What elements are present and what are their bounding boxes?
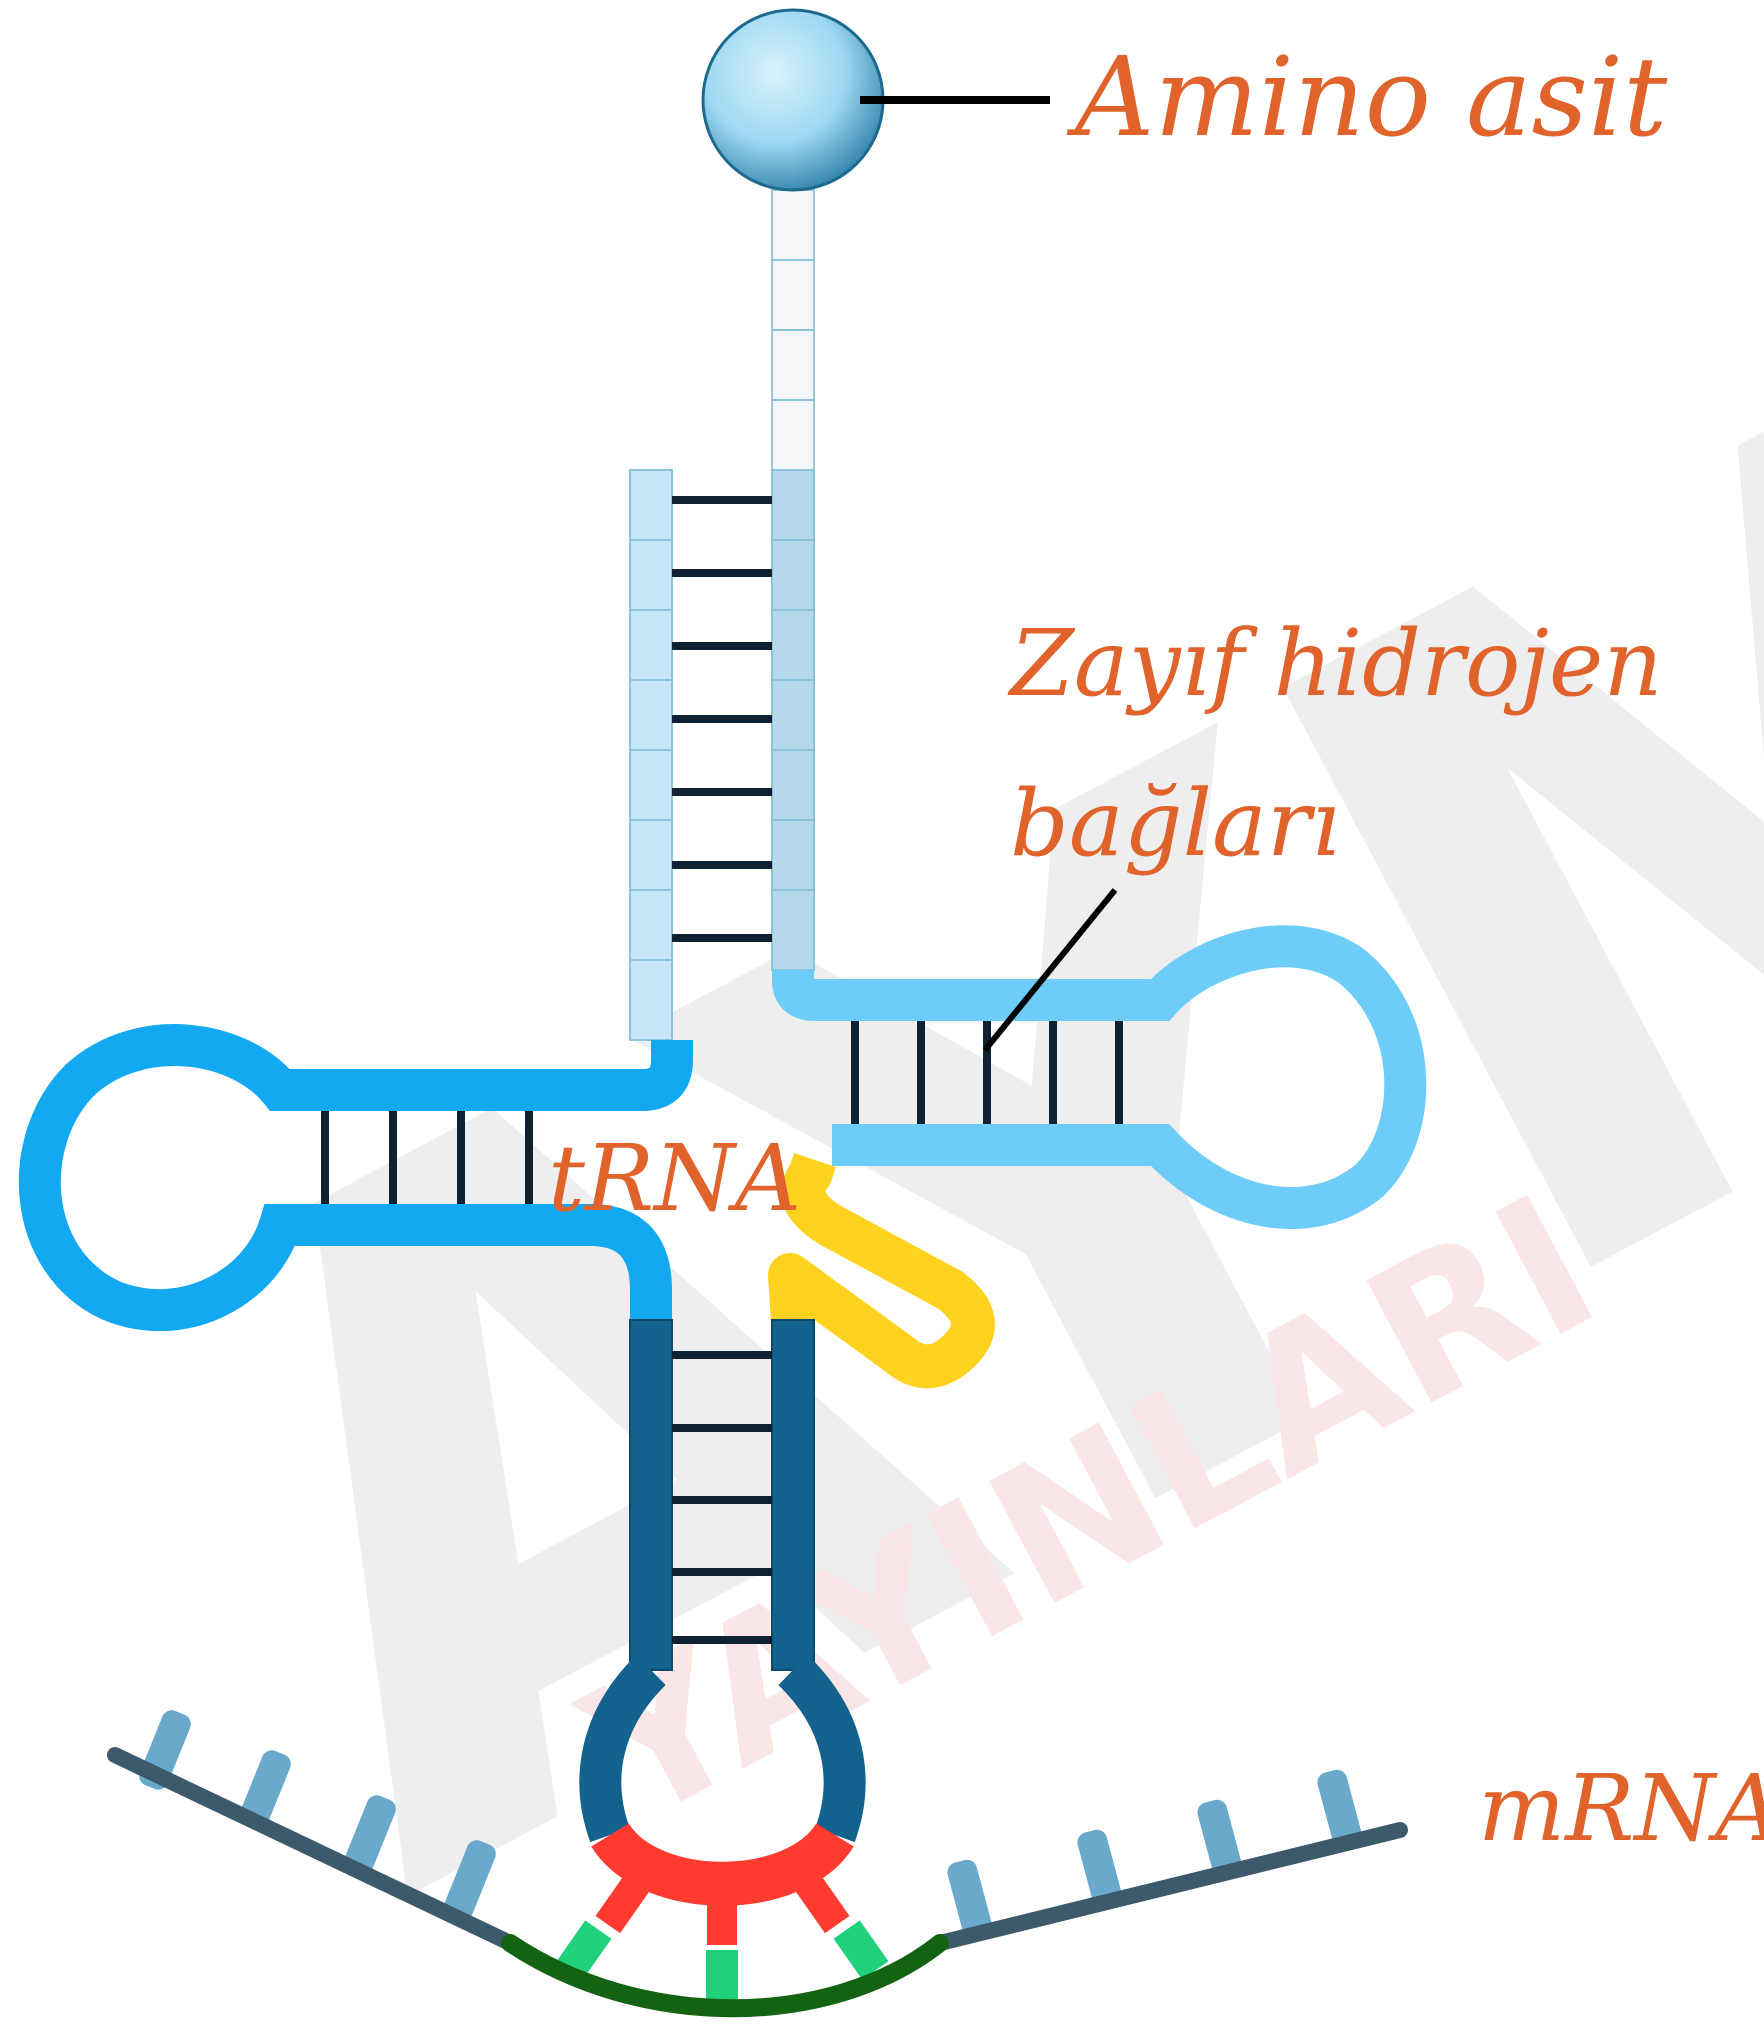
acceptor-segments	[630, 259, 814, 961]
codon-base-2	[706, 1950, 738, 2000]
anticodon-strand-right	[771, 1319, 815, 1671]
t-arm-hydrogen-bonds	[851, 1021, 1123, 1124]
mrna-codon-segment	[501, 1934, 949, 2018]
weak-hydrogen-bonds-label-line2: bağları	[1010, 770, 1340, 877]
anticodon-base-1	[595, 1866, 655, 1934]
acceptor-strand-right	[771, 469, 815, 971]
anticodon-loop	[579, 1654, 866, 1843]
mrna-base	[1197, 1799, 1243, 1881]
mrna-base	[1077, 1829, 1123, 1911]
weak-hydrogen-bonds-label-line1: Zayıf hidrojen	[1007, 610, 1663, 717]
amino-acid-label: Amino asit	[1066, 33, 1668, 161]
d-arm	[18, 1024, 693, 1332]
anticodon-base-3	[790, 1866, 850, 1934]
d-loop	[18, 1024, 301, 1332]
codon-base-3	[833, 1920, 889, 1980]
d-arm-hydrogen-bonds	[321, 1111, 533, 1204]
mrna-base	[239, 1750, 291, 1830]
anticodon-triplet	[591, 1822, 854, 1906]
trna-label: tRNA	[548, 1125, 801, 1232]
mrna-backbone-right	[932, 1822, 1408, 1951]
t-loop	[1144, 925, 1427, 1229]
amino-acid	[701, 8, 1050, 192]
hydrogen-bond-leader-line	[982, 888, 1118, 1052]
anticodon-strand-left	[629, 1319, 673, 1671]
d-arm-upper-strand	[300, 1040, 693, 1111]
mrna-strand	[107, 1710, 1408, 2018]
acceptor-hydrogen-bonds	[672, 496, 772, 942]
mrna-bases	[139, 1710, 1363, 1941]
variable-loop	[768, 1153, 995, 1389]
anticodon-base-2	[707, 1885, 737, 1945]
mrna-base	[1317, 1769, 1363, 1851]
anticodon-arm	[556, 1319, 889, 2000]
acceptor-strand-left	[629, 469, 673, 1041]
anticodon-bases	[595, 1866, 850, 1945]
mrna-base	[444, 1840, 496, 1920]
codon-base-1	[556, 1920, 612, 1980]
d-arm-lower-strand	[300, 1204, 672, 1320]
mrna-base	[947, 1859, 993, 1941]
mrna-label: mRNA	[1478, 1755, 1764, 1862]
mrna-backbone-left	[107, 1747, 518, 1951]
amino-acid-sphere	[701, 8, 885, 192]
anticodon-hydrogen-bonds	[672, 1351, 772, 1644]
t-arm-upper-strand	[772, 970, 1150, 1021]
mrna-base	[344, 1795, 396, 1875]
t-arm	[772, 925, 1427, 1229]
codon-bases	[556, 1920, 889, 2000]
acceptor-stem	[629, 189, 815, 1041]
